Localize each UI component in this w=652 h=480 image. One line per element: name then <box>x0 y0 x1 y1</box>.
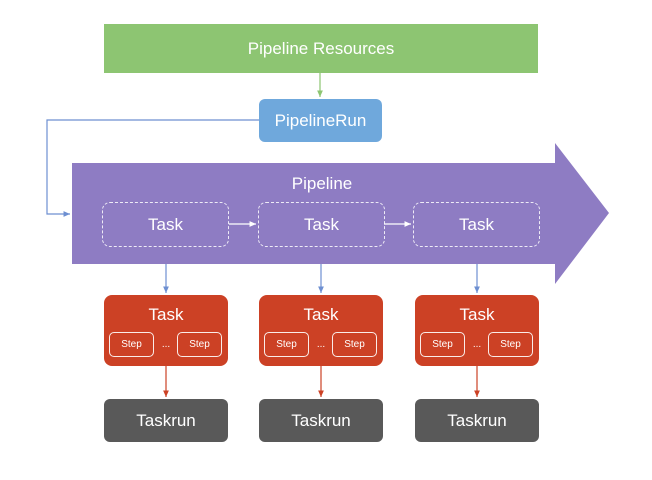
pipelinerun-node: PipelineRun <box>259 99 382 142</box>
taskrun-2-label: Taskrun <box>291 410 351 430</box>
task-card-3-ellipsis: ... <box>472 339 482 350</box>
pipeline-resources-node: Pipeline Resources <box>104 24 538 73</box>
task-card-3: Task Step ... Step <box>415 295 539 366</box>
task-card-3-step-2: Step <box>488 332 533 357</box>
taskrun-2: Taskrun <box>259 399 383 442</box>
taskrun-1-label: Taskrun <box>136 410 196 430</box>
task-card-1-title: Task <box>148 305 184 324</box>
task-card-2-step-2: Step <box>332 332 377 357</box>
task-card-2-ellipsis: ... <box>316 339 326 350</box>
taskrun-1: Taskrun <box>104 399 228 442</box>
task-card-2-step-1: Step <box>264 332 309 357</box>
task-card-3-title: Task <box>459 305 495 324</box>
pipelinerun-to-pipeline-arrow <box>46 119 259 217</box>
pipeline-label: Pipeline <box>291 174 353 193</box>
pipeline-task-2: Task <box>258 202 385 247</box>
task-card-3-step-1: Step <box>420 332 465 357</box>
pipeline-task-1-label: Task <box>148 214 183 234</box>
taskrun-3-label: Taskrun <box>447 410 507 430</box>
task-card-1-step-2: Step <box>177 332 222 357</box>
task-card-1-ellipsis: ... <box>161 339 171 350</box>
pipeline-resources-label: Pipeline Resources <box>247 38 395 58</box>
pipeline-task-2-label: Task <box>304 214 339 234</box>
task-card-2: Task Step ... Step <box>259 295 383 366</box>
pipeline-task-3: Task <box>413 202 540 247</box>
task-card-1: Task Step ... Step <box>104 295 228 366</box>
pipeline-task-3-label: Task <box>459 214 494 234</box>
task-card-1-step-1: Step <box>109 332 154 357</box>
pipeline-task-1: Task <box>102 202 229 247</box>
task-card-2-title: Task <box>303 305 339 324</box>
pipelinerun-label: PipelineRun <box>274 110 367 130</box>
pipeline-arrow-shape <box>72 143 609 284</box>
taskrun-3: Taskrun <box>415 399 539 442</box>
